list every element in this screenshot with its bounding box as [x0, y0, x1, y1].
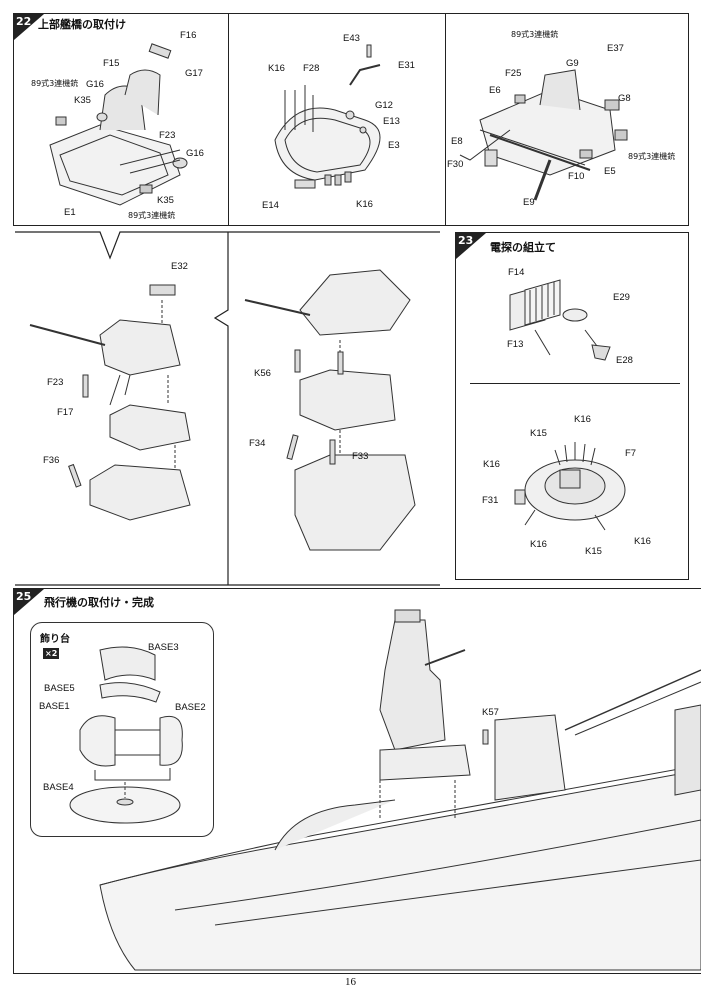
label-gun-2: 89式3連機銃 [128, 211, 176, 220]
label-E5: E5 [604, 166, 616, 177]
label-F23-sub: F23 [47, 377, 64, 388]
step-23-title: 電探の組立て [490, 241, 556, 254]
step-22-panel [13, 13, 689, 226]
label-E9: E9 [523, 197, 535, 208]
step-23-number: 23 [458, 234, 474, 247]
label-K57: K57 [482, 707, 499, 718]
step-23-divider [470, 383, 680, 384]
display-stand-diagram [69, 646, 183, 824]
label-E32: E32 [171, 261, 188, 272]
label-E14: E14 [262, 200, 279, 211]
label-gun-4: 89式3連機銃 [628, 152, 676, 161]
label-K16-23b: K16 [483, 459, 500, 470]
step-25-panel [13, 588, 701, 974]
label-BASE1: BASE1 [39, 701, 70, 712]
label-E31: E31 [398, 60, 415, 71]
step-25-number: 25 [16, 590, 32, 603]
label-F31: F31 [482, 495, 499, 506]
label-E29: E29 [613, 292, 630, 303]
step-25-badge [14, 589, 44, 615]
label-K56: K56 [254, 368, 271, 379]
step-22-title: 上部艦橋の取付け [38, 18, 126, 31]
label-K35b: K35 [157, 195, 174, 206]
label-BASE5: BASE5 [44, 683, 75, 694]
radar-assembly-diagram [509, 279, 611, 361]
label-F17: F17 [57, 407, 74, 418]
bridge-deck-diagram [274, 44, 381, 189]
label-F36: F36 [43, 455, 60, 466]
radar-platform-diagram [514, 442, 626, 531]
battleship-completed-diagram [99, 609, 701, 971]
label-F25: F25 [505, 68, 522, 79]
label-F10: F10 [568, 171, 585, 182]
label-G8: G8 [618, 93, 631, 104]
label-K35a: K35 [74, 95, 91, 106]
label-F28: F28 [303, 63, 320, 74]
label-E43: E43 [343, 33, 360, 44]
label-G16b: G16 [186, 148, 204, 159]
label-BASE3: BASE3 [148, 642, 179, 653]
label-gun-1: 89式3連機銃 [31, 79, 79, 88]
label-E8: E8 [451, 136, 463, 147]
step-23-panel [455, 232, 689, 580]
label-BASE4: BASE4 [43, 782, 74, 793]
label-BASE2: BASE2 [175, 702, 206, 713]
label-E3: E3 [388, 140, 400, 151]
bridge-base-diagram [49, 43, 188, 206]
label-E1: E1 [64, 207, 76, 218]
step-22-divider-2 [445, 14, 446, 225]
label-E37: E37 [607, 43, 624, 54]
label-E6: E6 [489, 85, 501, 96]
label-F30: F30 [447, 159, 464, 170]
label-F34: F34 [249, 438, 266, 449]
label-G12: G12 [375, 100, 393, 111]
step-22-divider-1 [228, 14, 229, 225]
stand-quantity-badge: ×2 [43, 648, 60, 659]
label-K15-23b: K15 [585, 546, 602, 557]
page-number: 16 [345, 976, 356, 988]
step-22-badge [14, 14, 44, 40]
label-K16-23d: K16 [634, 536, 651, 547]
label-F16: F16 [180, 30, 197, 41]
step-22-number: 22 [16, 15, 32, 28]
label-K16a: K16 [268, 63, 285, 74]
label-F7: F7 [625, 448, 637, 459]
label-G16a: G16 [86, 79, 104, 90]
label-K15-23a: K15 [530, 428, 547, 439]
label-F23: F23 [159, 130, 176, 141]
label-K16-23c: K16 [530, 539, 547, 550]
label-F13: F13 [507, 339, 524, 350]
bridge-subassembly-right [244, 269, 416, 551]
step-25-title: 飛行機の取付け・完成 [44, 596, 154, 609]
bridge-rear-diagram [459, 69, 628, 201]
label-E28: E28 [616, 355, 633, 366]
label-G17: G17 [185, 68, 203, 79]
label-G9: G9 [566, 58, 579, 69]
label-K16-23a: K16 [574, 414, 591, 425]
bridge-subassembly-left [29, 284, 191, 521]
label-gun-3: 89式3連機銃 [511, 30, 559, 39]
label-K16b: K16 [356, 199, 373, 210]
label-E13: E13 [383, 116, 400, 127]
step-23-badge [456, 233, 486, 259]
label-F14: F14 [508, 267, 525, 278]
label-F15: F15 [103, 58, 120, 69]
label-F33: F33 [352, 451, 369, 462]
stand-title: 飾り台 [40, 634, 70, 645]
